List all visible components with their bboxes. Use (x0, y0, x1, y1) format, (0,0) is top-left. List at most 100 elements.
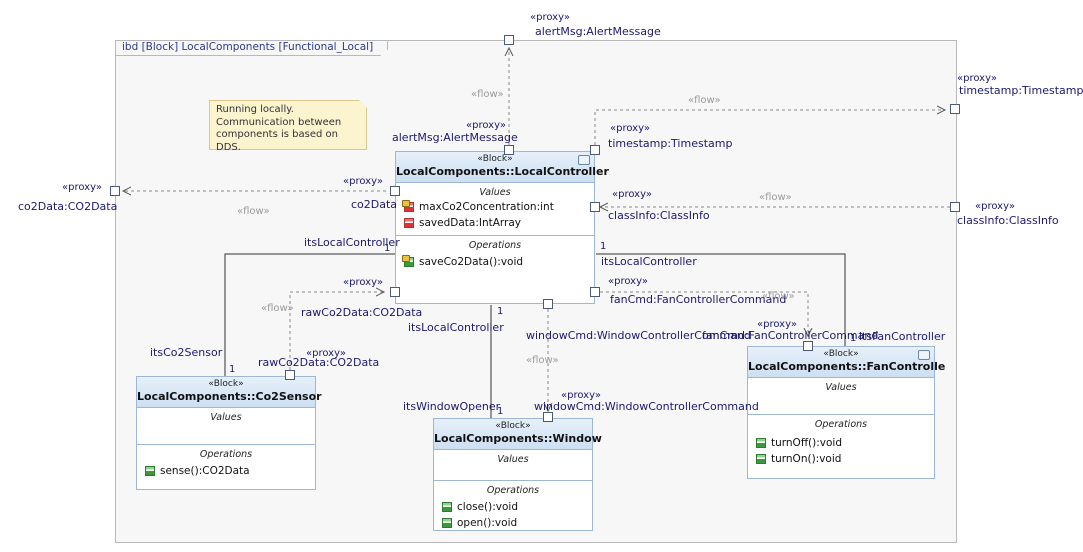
compartment-divider (748, 414, 934, 415)
flow-rawco2 (289, 292, 384, 370)
diagram-frame-title: ibd [Block] LocalComponents [Functional_… (116, 41, 388, 56)
operation-icon (145, 466, 155, 476)
operations-compartment-label: Operations (468, 240, 522, 251)
operation-icon (442, 518, 452, 528)
proxy-stereotype: «proxy» (561, 390, 601, 401)
port-timestamp-controller[interactable] (590, 145, 600, 155)
port-label: rawCo2Data:CO2Data (258, 356, 380, 369)
port-label: alertMsg:AlertMessage (392, 131, 518, 144)
multiplicity-label: 1 (497, 406, 504, 417)
multiplicity-label: 1 (229, 364, 236, 375)
operation-item[interactable]: sense():CO2Data (137, 463, 315, 479)
port-fancmd-fan[interactable] (803, 341, 813, 351)
block-co2-sensor[interactable]: «Block» LocalComponents::Co2Sensor Value… (136, 376, 322, 490)
operation-item[interactable]: turnOn():void (748, 451, 934, 467)
block-name: LocalComponents::LocalController (396, 165, 609, 178)
operation-icon (442, 502, 452, 512)
flow-label: «flow» (526, 355, 559, 366)
attribute-label: maxCo2Concentration:int (419, 201, 554, 213)
operation-item[interactable]: turnOff():void (748, 435, 934, 451)
operation-label: saveCo2Data():void (419, 256, 524, 268)
values-compartment-label: Values (497, 454, 529, 465)
port-timestamp-external[interactable] (950, 104, 960, 114)
port-label: windowCmd:WindowControllerCommand (526, 329, 751, 342)
port-label: windowCmd:WindowControllerCommand (534, 400, 759, 413)
port-label: timestamp:Timestamp (608, 137, 733, 150)
operation-label: close():void (457, 501, 518, 513)
proxy-stereotype: «proxy» (957, 73, 997, 84)
link-fan (596, 253, 846, 347)
link-sensor (224, 253, 395, 377)
port-windowcmd-window[interactable] (543, 412, 553, 422)
port-label: classInfo:ClassInfo (608, 209, 710, 222)
operation-icon (756, 454, 766, 464)
block-local-controller[interactable]: «Block» LocalComponents::LocalController… (395, 151, 609, 304)
block-name: LocalComponents::Co2Sensor (137, 390, 322, 403)
proxy-stereotype: «proxy» (757, 319, 797, 330)
block-header: «Block» LocalComponents::FanControlle (748, 347, 945, 378)
role-label: itsLocalController (408, 321, 504, 334)
proxy-stereotype: «proxy» (975, 201, 1015, 212)
multiplicity-label: 1 (497, 306, 504, 317)
port-label: co2Data (351, 198, 398, 211)
proxy-stereotype: «proxy» (608, 276, 648, 287)
operations-compartment-label: Operations (814, 419, 868, 430)
protected-attribute-icon (402, 200, 414, 212)
protected-operation-icon (402, 255, 414, 267)
operation-label: turnOn():void (771, 453, 842, 465)
role-label: itsLocalController (304, 236, 400, 249)
operations-compartment-label: Operations (486, 485, 540, 496)
block-header: «Block» LocalComponents::LocalController (396, 152, 609, 183)
port-windowcmd-controller[interactable] (543, 299, 553, 309)
flow-label: «flow» (759, 192, 792, 203)
port-label: fanCmd:FanControllerCommand (702, 329, 879, 342)
port-rawco2-controller[interactable] (390, 287, 400, 297)
flow-label: «flow» (762, 291, 795, 302)
port-co2data-controller[interactable] (390, 186, 400, 196)
port-label: fanCmd:FanControllerCommand (610, 293, 787, 306)
port-rawco2-sensor[interactable] (285, 370, 295, 380)
operation-item[interactable]: close():void (434, 499, 592, 515)
block-type-icon (578, 155, 590, 165)
operation-label: open():void (457, 517, 518, 529)
proxy-stereotype: «proxy» (610, 123, 650, 134)
port-fancmd-controller[interactable] (590, 287, 600, 297)
proxy-stereotype: «proxy» (343, 176, 383, 187)
block-stereotype: «Block» (208, 379, 244, 389)
proxy-stereotype: «proxy» (62, 182, 102, 193)
block-fan-controller[interactable]: «Block» LocalComponents::FanControlle Va… (747, 346, 945, 479)
role-label: itsFanController (859, 330, 946, 343)
port-classinfo-controller[interactable] (590, 202, 600, 212)
comment-note: Running locally. Communication between c… (209, 100, 367, 150)
multiplicity-label: 1 (600, 241, 607, 252)
block-header: «Block» LocalComponents::Co2Sensor (137, 377, 322, 408)
block-header: «Block» LocalComponents::Window (434, 419, 602, 450)
operation-item[interactable]: saveCo2Data():void (396, 254, 594, 270)
block-name: LocalComponents::Window (434, 432, 602, 445)
multiplicity-label: 1 (850, 333, 857, 344)
port-alert-controller[interactable] (504, 145, 514, 155)
flow-label: «flow» (261, 303, 294, 314)
port-alert-external[interactable] (504, 35, 514, 45)
compartment-divider (434, 480, 592, 481)
port-label: alertMsg:AlertMessage (535, 25, 661, 38)
operation-icon (756, 438, 766, 448)
block-stereotype: «Block» (495, 421, 531, 431)
attribute-item[interactable]: maxCo2Concentration:int (396, 199, 594, 215)
attribute-icon (404, 218, 414, 228)
port-classinfo-external[interactable] (950, 202, 960, 212)
proxy-stereotype: «proxy» (530, 12, 570, 23)
port-co2data-external[interactable] (110, 186, 120, 196)
port-label: co2Data:CO2Data (18, 200, 118, 213)
operation-label: sense():CO2Data (160, 465, 250, 477)
flow-label: «flow» (237, 206, 270, 217)
block-stereotype: «Block» (823, 349, 859, 359)
operation-item[interactable]: open():void (434, 515, 592, 531)
block-window[interactable]: «Block» LocalComponents::Window Values O… (433, 418, 602, 531)
operation-label: turnOff():void (771, 437, 843, 449)
block-stereotype: «Block» (477, 154, 513, 164)
block-type-icon (918, 350, 930, 360)
flow-label: «flow» (471, 89, 504, 100)
attribute-item[interactable]: savedData:IntArray (396, 215, 594, 231)
